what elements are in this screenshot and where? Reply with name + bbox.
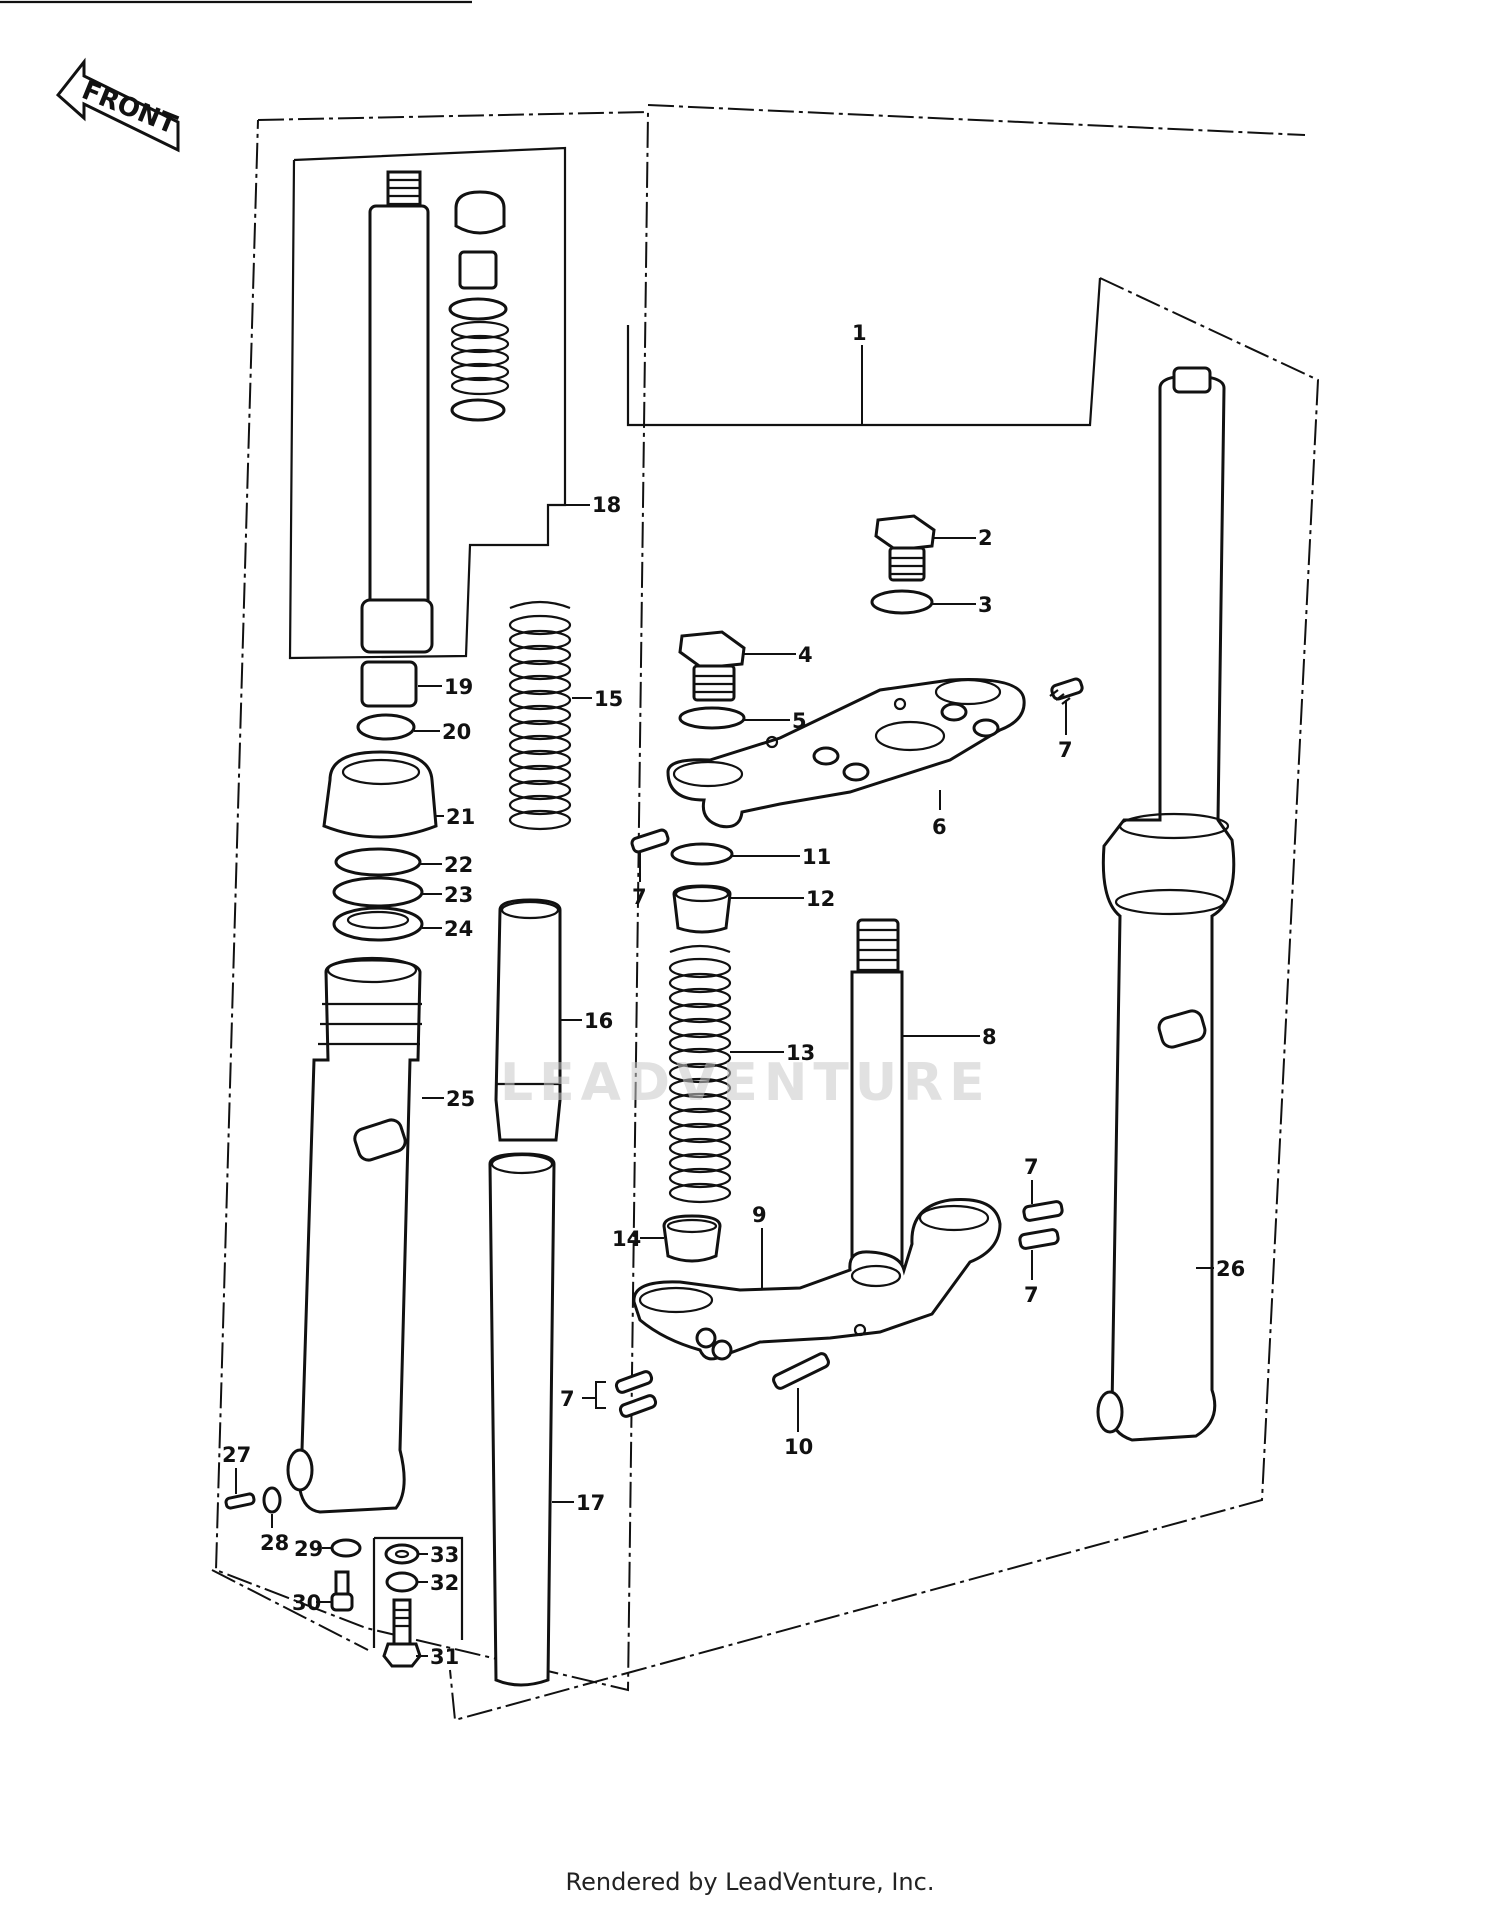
callout-8: 8	[982, 1025, 997, 1049]
cap-washer	[870, 589, 934, 615]
callout-9: 9	[752, 1203, 767, 1227]
box-item-18	[288, 146, 567, 660]
front-label: FRONT	[78, 76, 182, 141]
callout-6: 6	[932, 815, 947, 839]
bushing	[360, 660, 418, 708]
fork-spring-15	[508, 600, 572, 831]
circlip	[334, 847, 422, 877]
upper-fork-bracket	[666, 677, 1026, 829]
callout-7-upper-left: 7	[632, 885, 647, 909]
callout-7-upper-right: 7	[1058, 738, 1073, 762]
lower-fork-bracket	[632, 1198, 1002, 1361]
callout-32: 32	[430, 1571, 459, 1595]
gasket-29	[330, 1538, 362, 1558]
callout-33: 33	[430, 1543, 459, 1567]
front-arrow-icon: FRONT	[55, 57, 182, 153]
dust-seal	[322, 750, 438, 839]
spring-washer-11	[670, 842, 734, 866]
callout-25: 25	[446, 1087, 475, 1111]
callout-2: 2	[978, 526, 993, 550]
bolt-7-lower-left	[582, 1370, 658, 1418]
watermark-text: LEADVENTURE	[500, 1053, 991, 1113]
bolt-7-lower-right	[1018, 1180, 1064, 1280]
callout-16: 16	[584, 1009, 613, 1033]
callout-5: 5	[792, 709, 807, 733]
fork-cover-lower	[488, 1152, 556, 1687]
callout-17: 17	[576, 1491, 605, 1515]
stem-washer	[678, 706, 746, 730]
callout-7-lower-right-bottom: 7	[1024, 1283, 1039, 1307]
callout-7-lower-right-top: 7	[1024, 1155, 1039, 1179]
fork-leg-right	[1096, 366, 1236, 1442]
screw-30	[316, 1570, 354, 1612]
callout-20: 20	[442, 720, 471, 744]
callout-1: 1	[852, 321, 867, 345]
callout-31: 31	[430, 1645, 459, 1669]
callout-18: 18	[592, 493, 621, 517]
callout-30: 30	[292, 1591, 321, 1615]
assembly-outline-left	[214, 110, 650, 1692]
collar-14	[662, 1214, 722, 1263]
fork-cover-upper	[494, 898, 562, 1142]
callout-11: 11	[802, 845, 831, 869]
pinch-bolt-10	[772, 1352, 830, 1432]
lock-washer-32	[385, 1571, 419, 1593]
callout-12: 12	[806, 887, 835, 911]
callout-10: 10	[784, 1435, 813, 1459]
hardware-box	[374, 1536, 464, 1640]
retaining-ring	[332, 876, 424, 908]
callout-24: 24	[444, 917, 473, 941]
callout-27: 27	[222, 1443, 251, 1467]
callout-15: 15	[594, 687, 623, 711]
bolt-7-upper-left	[630, 828, 670, 882]
oil-seal	[332, 906, 424, 942]
callout-4: 4	[798, 643, 813, 667]
outer-tube-left	[286, 956, 422, 1514]
callout-19: 19	[444, 675, 473, 699]
fork-spring-13	[668, 944, 732, 1204]
washer-33	[384, 1543, 420, 1565]
fork-cap-bolt	[874, 514, 936, 582]
drain-screw-27	[224, 1468, 256, 1510]
inner-tube-assembly	[360, 170, 510, 654]
callout-28: 28	[260, 1531, 289, 1555]
bracket-item-1	[626, 277, 1102, 427]
steering-stem	[850, 918, 904, 1280]
callout-13: 13	[786, 1041, 815, 1065]
footer-credit: Rendered by LeadVenture, Inc.	[565, 1868, 935, 1896]
gasket-28	[262, 1486, 282, 1528]
callout-14: 14	[612, 1227, 641, 1251]
callout-21: 21	[446, 805, 475, 829]
callout-22: 22	[444, 853, 473, 877]
spring-seat-12	[672, 884, 732, 934]
assembly-outline-bottom-left	[211, 1569, 369, 1651]
callout-7-lower-left: 7	[560, 1387, 575, 1411]
bolt-7-upper-right	[1049, 677, 1084, 735]
callout-29: 29	[294, 1537, 323, 1561]
callout-26: 26	[1216, 1257, 1245, 1281]
assembly-outline-main	[449, 277, 1320, 1722]
assembly-outline-right	[647, 104, 1306, 136]
bolt-31	[382, 1598, 428, 1668]
callout-23: 23	[444, 883, 473, 907]
stem-nut	[678, 630, 746, 702]
washer	[356, 713, 416, 741]
callout-3: 3	[978, 593, 993, 617]
